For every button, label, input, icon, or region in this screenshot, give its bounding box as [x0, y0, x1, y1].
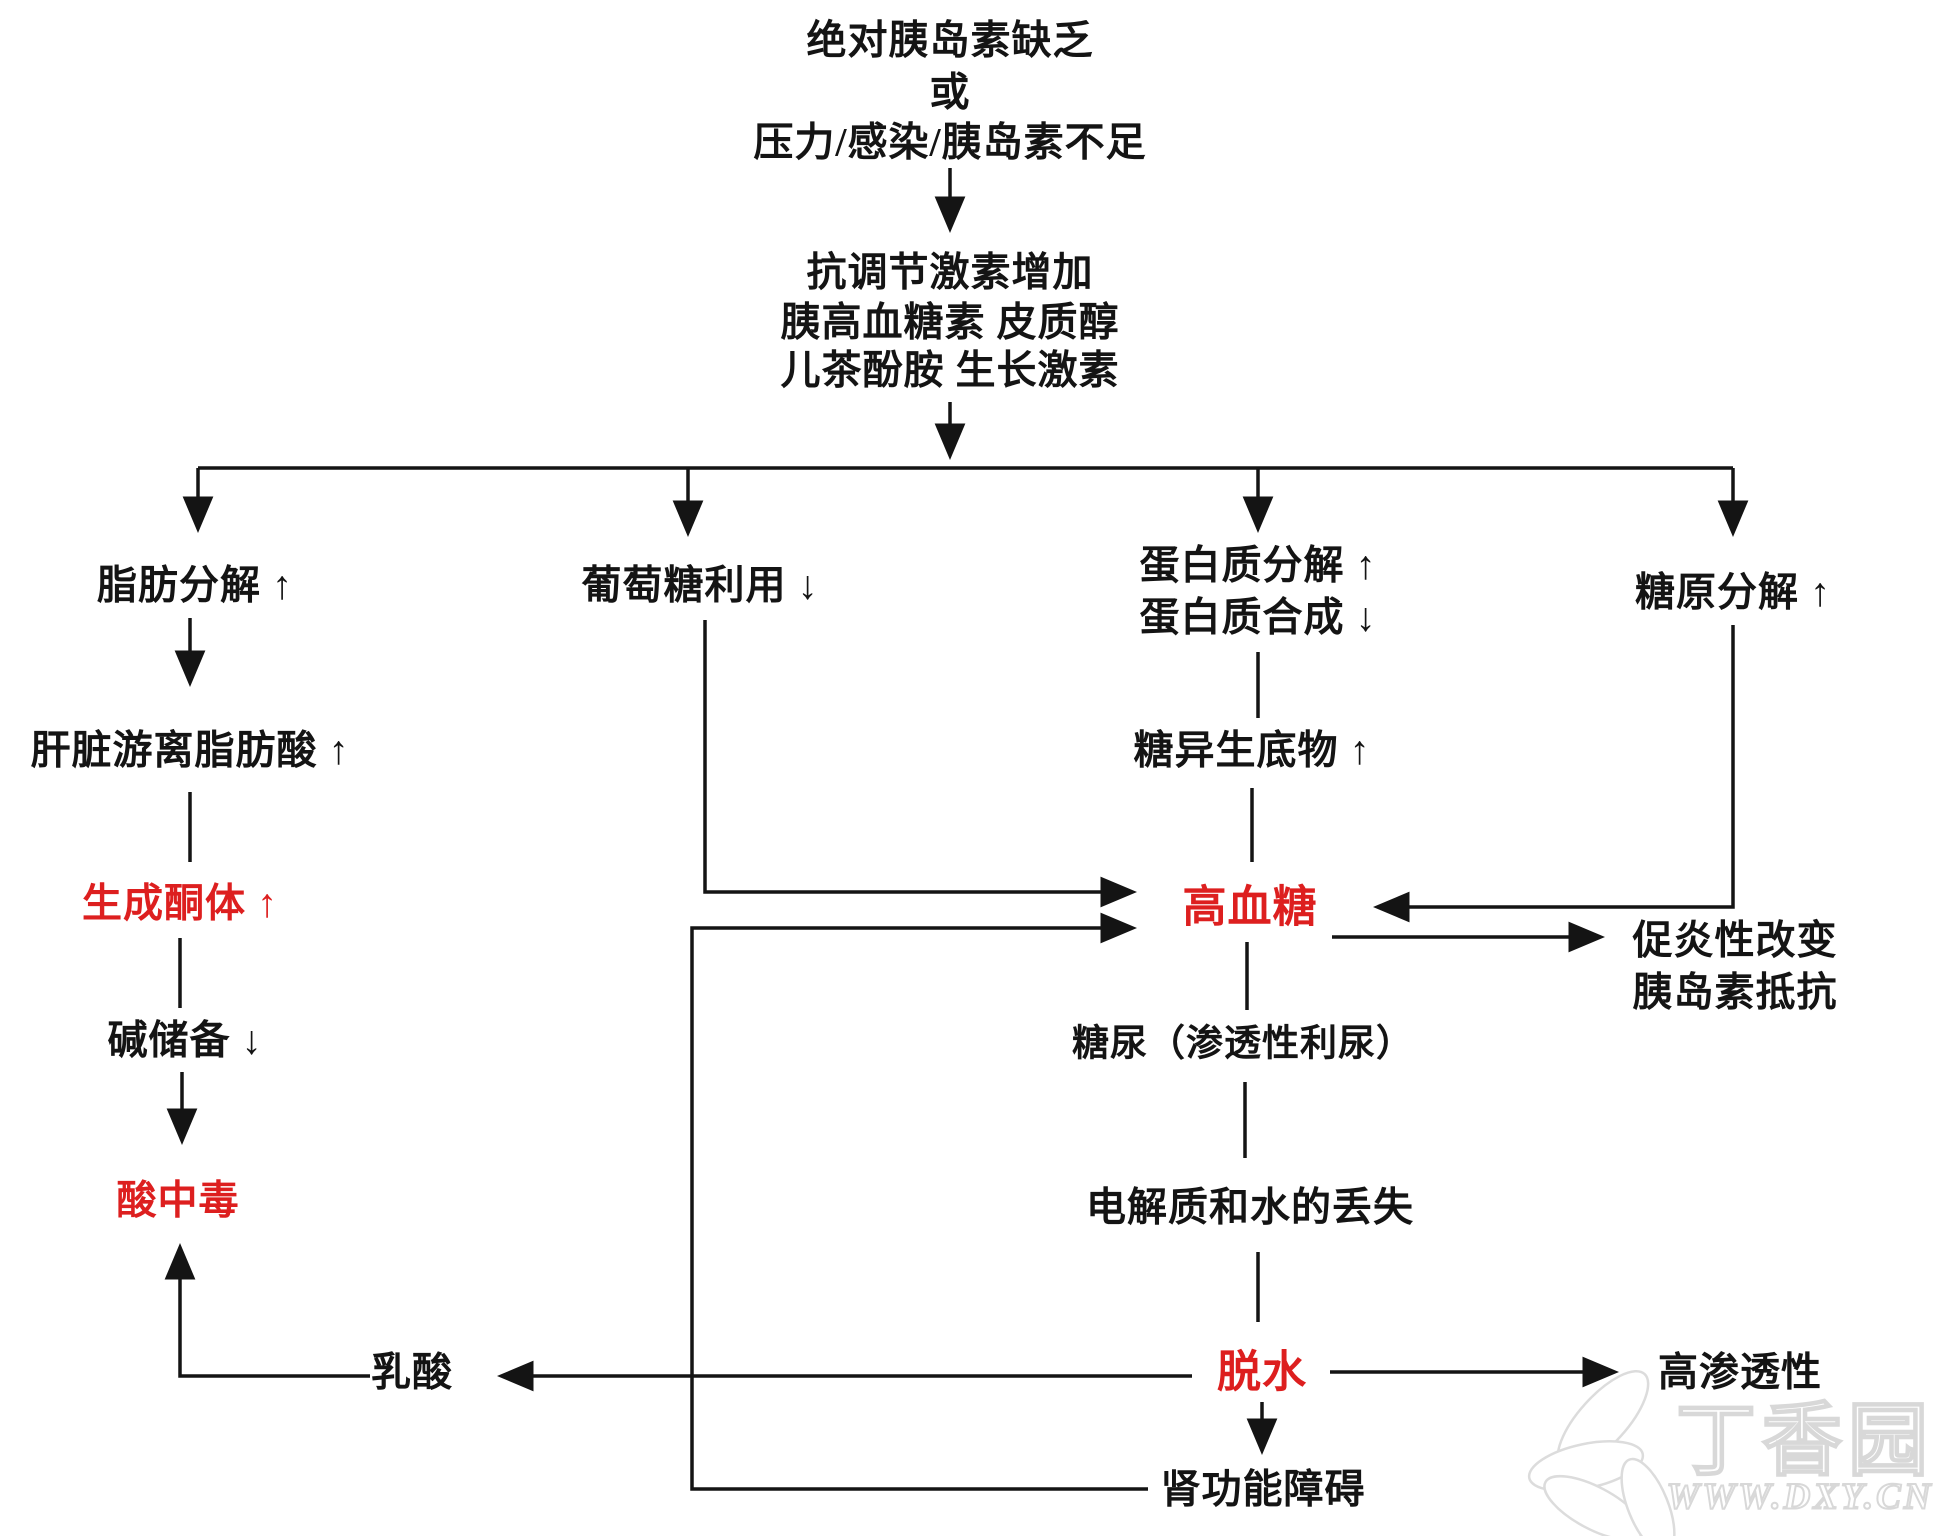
node-trigger-line3: 压力/感染/胰岛素不足: [753, 120, 1146, 165]
node-hyperglycemia: 高血糖: [1183, 883, 1318, 932]
node-ketogenesis: 生成酮体 ↑: [82, 881, 278, 926]
node-proinflammatory: 促炎性改变: [1632, 918, 1838, 963]
edge-glycogen-to-hyperglycemia: [1372, 625, 1735, 923]
node-glucose-utilization: 葡萄糖利用 ↓: [582, 563, 819, 608]
node-protein-breakdown: 蛋白质分解 ↑: [1140, 543, 1377, 588]
node-insulin-resistance: 胰岛素抵抗: [1633, 970, 1838, 1015]
node-trigger-line1: 绝对胰岛素缺乏: [807, 18, 1094, 63]
node-electrolyte-water-loss: 电解质和水的丢失: [1086, 1185, 1414, 1230]
node-glycogenolysis: 糖原分解 ↑: [1635, 570, 1831, 615]
node-alkali-reserve: 碱储备 ↓: [108, 1018, 263, 1063]
node-glycosuria: 糖尿（渗透性利尿）: [1072, 1023, 1414, 1065]
dxy-flower-logo-icon: [1527, 1369, 1676, 1536]
node-hyperosmolarity: 高渗透性: [1658, 1350, 1822, 1395]
node-gluconeogenic-substrate: 糖异生底物 ↑: [1134, 728, 1371, 773]
watermark-url-text: WWW.DXY.CN: [1666, 1477, 1933, 1518]
node-protein-synthesis: 蛋白质合成 ↓: [1140, 595, 1377, 640]
dxy-watermark: 丁香园 WWW.DXY.CN: [1527, 1369, 1934, 1536]
node-renal-dysfunction: 肾功能障碍: [1161, 1467, 1366, 1512]
node-trigger-line2: 或: [930, 70, 971, 115]
node-hormones-line3: 儿茶酚胺 生长激素: [781, 348, 1120, 393]
edge-glucose-to-hyperglycemia: [703, 620, 1138, 908]
watermark-brand-text: 丁香园: [1676, 1398, 1934, 1486]
edge-lactate-to-acidosis: [164, 1242, 370, 1378]
node-hormones-line2: 胰高血糖素 皮质醇: [781, 300, 1120, 345]
node-hormones-line1: 抗调节激素增加: [807, 250, 1094, 295]
node-hepatic-ffa: 肝脏游离脂肪酸 ↑: [31, 728, 350, 773]
node-lipolysis: 脂肪分解 ↑: [97, 563, 293, 608]
node-acidosis: 酸中毒: [117, 1178, 240, 1223]
edge-renal-to-hyperglycemia: [690, 912, 1148, 1491]
node-dehydration: 脱水: [1217, 1348, 1307, 1397]
node-lactic-acid: 乳酸: [371, 1350, 453, 1395]
